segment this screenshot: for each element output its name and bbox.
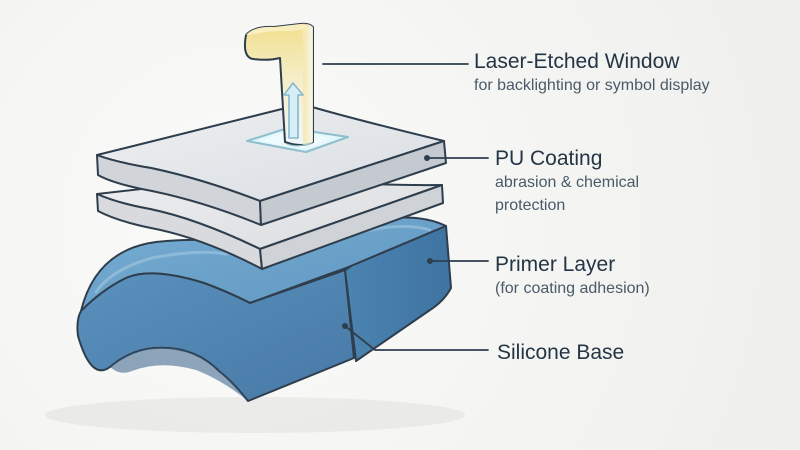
silicone-leader-line (344, 325, 489, 351)
silicone-arch-shade (110, 347, 248, 401)
pu-coating-title: PU Coating (495, 147, 603, 170)
silicone-front-face (76, 269, 355, 402)
primer-layer-title: Primer Layer (495, 253, 616, 276)
primer-leader-dot (427, 258, 433, 264)
silicone-side-face (344, 225, 452, 362)
silicone-highlight (94, 224, 432, 294)
laser-window-label: Laser-Etched Window for backlighting or … (474, 49, 710, 98)
floor-shadow (45, 397, 465, 433)
silicone-leader-dot (342, 323, 348, 329)
pu-coating-label: PU Coating abrasion & chemical protectio… (495, 146, 639, 218)
arrow-up-icon (283, 82, 304, 139)
primer-side-edge (259, 184, 444, 270)
laser-window-title: Laser-Etched Window (474, 50, 680, 73)
pu-coating-description-line-2: protection (495, 197, 566, 214)
leader-lines (322, 63, 489, 351)
pu-coating-layer (96, 103, 447, 226)
light-pipe-top-face (246, 24, 308, 35)
pu-coating-description-line-1: abrasion & chemical (495, 174, 640, 191)
silicone-base-title: Silicone Base (497, 341, 625, 364)
light-pipe-base-glint (286, 142, 312, 147)
leader-dots (342, 155, 433, 329)
pu-leader-dot (424, 155, 430, 161)
laser-window-description: for backlighting or symbol display (474, 77, 710, 94)
pu-side-edge (259, 140, 447, 226)
primer-layer-label: Primer Layer (for coating adhesion) (495, 252, 650, 301)
silicone-base-label: Silicone Base (497, 340, 624, 365)
light-pipe-side (300, 23, 313, 146)
primer-layer-description: (for coating adhesion) (495, 280, 650, 297)
